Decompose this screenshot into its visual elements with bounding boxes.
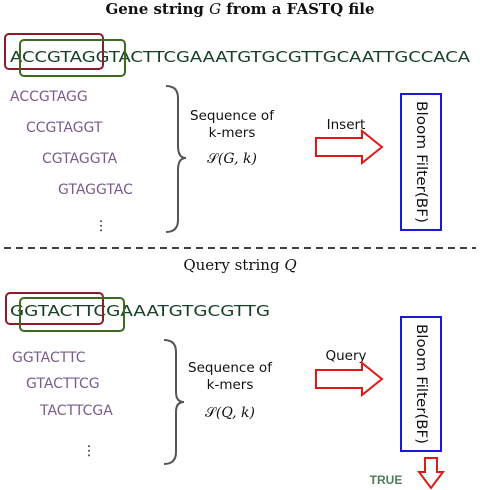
top-title-suffix: from a FASTQ file [221,0,374,18]
gene-string: ACCGTAGGTACTTCGAAATGTGCGTTGCAATTGCCACA [10,48,471,66]
insert-label: Insert [327,117,366,133]
top-title: Gene string G from a FASTQ file [105,0,374,18]
bottom-title: Query string Q [183,256,296,274]
result-down-arrow [417,457,445,490]
true-result-label: TRUE [370,473,403,487]
sequence-label-line1: Sequence of [190,108,275,124]
bloom-filter-box [400,93,442,231]
query-bloom-filter-label: Bloom Filter(BF) [413,324,429,444]
query-bloom-filter-box [400,316,442,452]
kmer-item: ACCGTAGG [10,89,88,105]
query-kmer-item: GGTACTTC [12,350,86,366]
sequence-math-notation: 𝒮(G, k) [207,151,257,167]
sequence-label-line2: k-mers [209,125,256,141]
bottom-title-prefix: Query string [183,256,284,274]
kmer-window-red-box [4,33,104,70]
kmer-item: GTAGGTAC [58,182,133,198]
top-title-var: G [209,0,221,18]
math-arguments: (G, k) [218,151,257,167]
query-label: Query [325,348,366,364]
top-title-prefix: Gene string [105,0,209,18]
kmer-brace [165,85,187,233]
query-sequence-math-notation: 𝒮(Q, k) [205,405,255,421]
insert-arrow [315,128,384,166]
query-window-red-box [5,292,104,325]
query-kmer-item: TACTTCGA [39,403,113,419]
query-math-arguments: (Q, k) [216,405,255,421]
math-function-symbol: 𝒮 [207,151,220,167]
bloom-filter-label: Bloom Filter(BF) [413,101,429,223]
query-kmer-brace [163,339,185,465]
query-arrow [315,360,384,398]
query-sequence-label-line2: k-mers [207,377,254,393]
query-kmer-item: GTACTTCG [26,376,100,392]
query-sequence-label-line1: Sequence of [188,360,273,376]
bottom-title-var: Q [284,256,296,274]
kmer-ellipsis: ⋮ [94,218,108,234]
kmer-item: CGTAGGTA [42,151,118,167]
query-string: GGTACTTCGAAATGTGCGTTG [10,302,270,320]
query-math-function-symbol: 𝒮 [205,405,218,421]
kmer-window-green-box [19,39,126,77]
query-window-green-box [19,297,125,332]
query-kmer-ellipsis: ⋮ [82,443,96,459]
kmer-item: CCGTAGGT [26,120,103,136]
